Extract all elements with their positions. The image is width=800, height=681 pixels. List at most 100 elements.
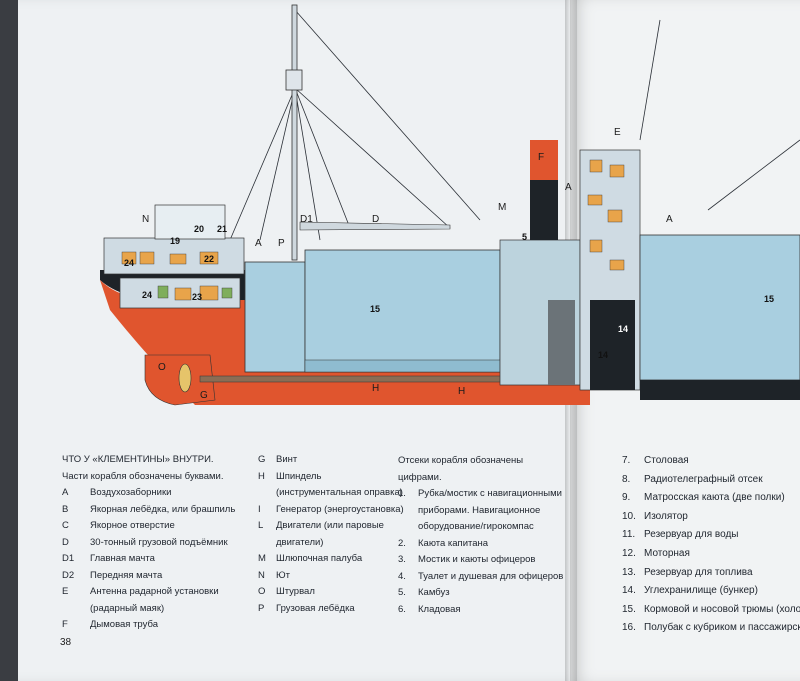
legend-key: N — [258, 569, 265, 581]
legend-text: Грузовая лебёдка — [276, 602, 355, 614]
legend-text: Радиотелеграфный отсек — [644, 473, 763, 485]
bridge-cabins — [587, 159, 625, 271]
num-23: 23 — [192, 292, 202, 302]
legend-item: N Ют — [258, 568, 404, 585]
rigging — [229, 9, 800, 241]
legend-key: B — [62, 503, 69, 515]
legend-item: 11.Резервуар для воды — [622, 526, 800, 545]
legend-key — [398, 503, 418, 520]
legend-key: 8. — [622, 473, 631, 485]
legend-item: (инструментальная оправка) — [258, 485, 404, 502]
legend-item: C Якорное отверстие — [62, 518, 235, 535]
legend-item: 12.Моторная — [622, 545, 800, 564]
legend-item: 13.Резервуар для топлива — [622, 564, 800, 583]
legend-key: O — [258, 586, 266, 597]
forward-hull-band — [640, 380, 800, 400]
label-a-3: A — [666, 214, 673, 225]
legend-text: Камбуз — [418, 587, 450, 598]
legend-key: M — [258, 553, 266, 564]
label-d1: D1 — [300, 214, 313, 225]
legend-item: приборами. Навигационное — [398, 503, 563, 520]
legend-text: Якорное отверстие — [90, 520, 175, 531]
funnel-band — [530, 140, 558, 180]
legend-text: Матросская каюта (две полки) — [644, 492, 785, 504]
legend-numbers-col-1: Отсеки корабля обозначены цифрами. 1.Руб… — [398, 453, 563, 618]
legend-text: Изолятор — [644, 510, 688, 522]
legend-item: оборудование/гирокомпас — [398, 519, 563, 536]
num-15-2: 15 — [764, 294, 774, 304]
label-h: H — [372, 383, 379, 394]
num-21: 21 — [217, 224, 227, 234]
legend-item: O Штурвал — [258, 584, 404, 601]
legend-item: 2.Каюта капитана — [398, 536, 563, 553]
num-20: 20 — [194, 224, 204, 234]
legend-text: Моторная — [644, 547, 690, 559]
num-14-2: 14 — [598, 350, 608, 360]
num-22: 22 — [204, 254, 214, 264]
legend-text: Каюта капитана — [418, 537, 489, 549]
legend-text: Полубак с кубриком и пассажирским — [644, 622, 800, 634]
legend-text: Якорная лебёдка, или брашпиль — [90, 503, 236, 515]
label-a: A — [255, 238, 262, 249]
num-24-2: 24 — [142, 290, 152, 300]
legend-item: B Якорная лебёдка, или брашпиль — [62, 502, 235, 519]
legend-text: (радарный маяк) — [90, 602, 165, 614]
legend-text: Двигатели (или паровые — [276, 520, 384, 531]
legend-key — [62, 601, 90, 618]
stern-cabins — [121, 251, 219, 301]
legend-text: Ют — [276, 569, 290, 581]
legend-item: 1.Рубка/мостик с навигационными — [398, 486, 563, 503]
legend-key: 14. — [622, 585, 636, 597]
legend-text: приборами. Навигационное — [418, 504, 541, 516]
legend-item: 6.Кладовая — [398, 602, 563, 619]
legend-key — [398, 519, 418, 536]
legend-text: Генератор (энергоустановка) — [276, 503, 404, 515]
legend-item: M Шлюпочная палуба — [258, 551, 404, 568]
engine-block — [548, 300, 575, 385]
cargo-hold-aft — [304, 249, 501, 373]
legend-text: (инструментальная оправка) — [276, 487, 403, 498]
derrick-boom — [299, 221, 451, 231]
legend-text: Кладовая — [418, 603, 461, 615]
legend-key: D1 — [62, 553, 75, 564]
main-mast — [291, 4, 298, 261]
legend-intro: Части корабля обозначены буквами. — [62, 470, 224, 482]
legend-text: Резервуар для топлива — [644, 566, 753, 578]
legend-text: Туалет и душевая для офицеров — [418, 570, 564, 582]
mast-platform — [285, 69, 303, 91]
legend-item: 15.Кормовой и носовой трюмы (холоди — [622, 601, 800, 620]
legend-text: Передняя мачта — [90, 569, 163, 581]
legend-text: Столовая — [644, 455, 689, 466]
legend-text: Антенна радарной установки — [90, 586, 219, 597]
legend-key: 4. — [398, 570, 406, 582]
diagram-number-labels: 24 19 20 22 21 24 23 15 5 14 14 15 — [124, 224, 774, 360]
diagram-letter-labels: N D1 D A P M F A A E O G H H — [142, 127, 673, 401]
label-n: N — [142, 214, 149, 225]
legend-key: 10. — [622, 510, 636, 522]
legend-letters-col-1: ЧТО У «КЛЕМЕНТИНЫ» ВНУТРИ. Части корабля… — [62, 452, 235, 634]
legend-key: 15. — [622, 603, 636, 615]
legend-key: 1. — [398, 488, 406, 499]
legend-text: Штурвал — [276, 586, 315, 597]
legend-text: Углехранилище (бункер) — [644, 585, 758, 597]
legend-item: 7. Столовая — [622, 452, 800, 471]
legend-key: 3. — [398, 554, 406, 565]
legend-title: ЧТО У «КЛЕМЕНТИНЫ» ВНУТРИ. — [62, 454, 214, 465]
legend-text: Шлюпочная палуба — [276, 553, 363, 564]
legend-key: 7. — [622, 455, 631, 466]
legend-key: P — [258, 602, 265, 614]
legend-key: C — [62, 520, 69, 531]
legend-key: 11. — [622, 529, 636, 541]
legend-text: двигатели) — [276, 536, 324, 548]
legend-item: 5.Камбуз — [398, 585, 563, 602]
legend-key: A — [62, 487, 69, 498]
legend-item: 8. Радиотелеграфный отсек — [622, 471, 800, 490]
num-14: 14 — [618, 324, 628, 334]
poop-deckhouse — [154, 204, 226, 240]
num-5: 5 — [522, 232, 527, 242]
